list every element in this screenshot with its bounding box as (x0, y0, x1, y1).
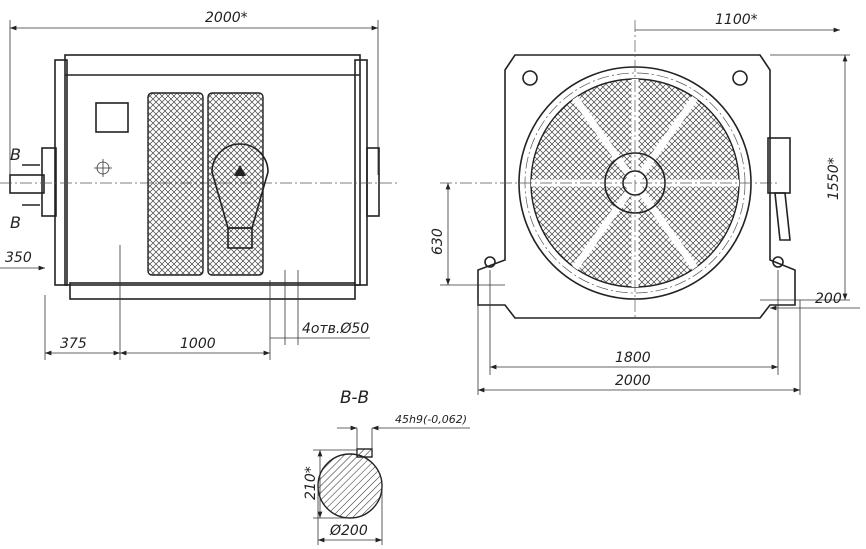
motor-housing (64, 54, 361, 286)
foot-offset-label: 375 (60, 336, 87, 352)
end-view: 1100* 1550* 630 200 1800 2000 (430, 12, 860, 395)
hole-spacing-label: 1800 (615, 350, 651, 366)
shaft-extension-label: 350 (5, 250, 32, 266)
side-view: 2000* 350 375 1000 4отв.Ø50 B B (0, 10, 400, 360)
key-width-label: 45h9(-0,062) (395, 413, 467, 426)
overall-width-label: 2000 (615, 373, 651, 389)
section-b-b: B-B 45h9(-0,062) 210* Ø200 (303, 388, 470, 545)
section-title: B-B (340, 388, 369, 408)
shaft-height-label: 630 (430, 228, 446, 255)
half-width-label: 1100* (715, 12, 758, 28)
overall-length-label: 2000* (205, 10, 248, 26)
motor-base (69, 282, 356, 300)
terminal-box (211, 143, 269, 229)
shaft-diameter-label: Ø200 (329, 523, 368, 539)
section-marker-top: B (10, 145, 21, 164)
section-marker-bottom: B (10, 213, 21, 232)
terminal-box-end (767, 137, 791, 194)
overall-height-label: 1550* (826, 157, 842, 200)
foot-width-label: 200 (815, 291, 842, 307)
mounting-holes-label: 4отв.Ø50 (302, 321, 369, 337)
end-frame (477, 54, 796, 319)
key-slot (356, 448, 373, 458)
nameplate (95, 102, 129, 133)
shaft (9, 174, 45, 194)
foot-spacing-label: 1000 (180, 336, 216, 352)
vent-grille-right (207, 92, 264, 276)
key-depth-label: 210* (303, 466, 319, 500)
shaft-section (317, 453, 383, 519)
vent-grille-left (147, 92, 204, 276)
